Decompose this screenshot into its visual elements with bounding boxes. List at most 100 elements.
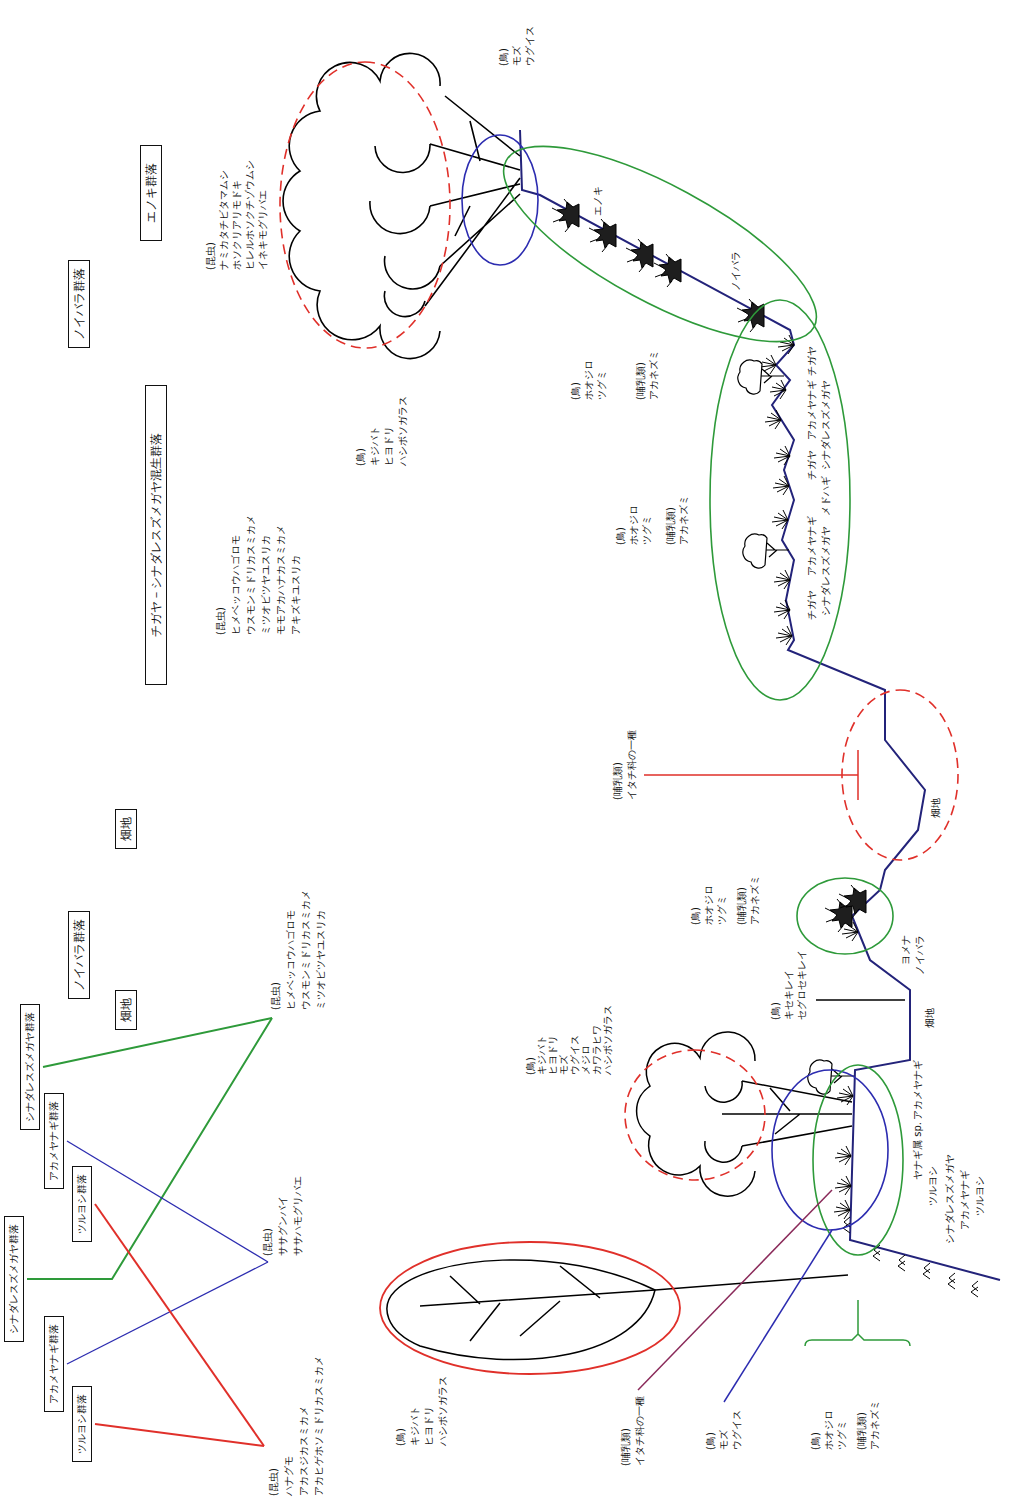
- species-label: ヒヨドリ: [383, 426, 395, 466]
- species-label: ナミカタチビタマムシ: [218, 170, 230, 270]
- species-label: ホオジロ: [628, 505, 640, 545]
- blue-ellipse: [772, 1070, 888, 1230]
- species-label: ウスモンミドリカスミカメ: [300, 890, 312, 1010]
- species-label: チガヤ: [806, 590, 818, 620]
- species-label: 畑地: [930, 798, 942, 818]
- species-label: ウスモンミドリカスミカメ: [245, 515, 257, 635]
- species-label: ツルヨシ: [974, 1176, 986, 1216]
- ground-profile: [520, 130, 1000, 1280]
- species-label: ヨメナ: [900, 935, 912, 965]
- species-label: アカネズミ: [869, 1400, 881, 1450]
- species-label: エノキ: [592, 186, 604, 216]
- red-dashed-ellipse: [280, 62, 450, 348]
- species-label: ヒメベッコウハゴロモ: [285, 910, 297, 1010]
- species-label: アカメヤナギ: [912, 1060, 924, 1120]
- blue-leader: [67, 1262, 268, 1364]
- species-label: ハシボソガラス: [602, 1005, 614, 1075]
- species-label: ハシボソガラス: [437, 1376, 449, 1446]
- species-label: モズ: [511, 46, 523, 66]
- boundary-line: [816, 999, 905, 1001]
- species-label: (昆虫): [215, 607, 227, 635]
- species-label: イタチ科の一種: [626, 730, 638, 800]
- species-label: ヒレルホソクチゾウムシ: [244, 160, 256, 270]
- blue-ellipse: [462, 135, 538, 265]
- leader-line: [724, 1230, 832, 1402]
- species-label: ホオジロ: [583, 360, 595, 400]
- green-ellipse: [797, 878, 893, 954]
- species-label: ヒヨドリ: [547, 1035, 559, 1075]
- species-label: (鳥): [705, 1432, 717, 1450]
- species-label: セグロセキレイ: [796, 950, 808, 1020]
- red-leader: [95, 1424, 264, 1446]
- species-label: アカネズミ: [749, 875, 761, 925]
- species-label: ホオジロ: [823, 1410, 835, 1450]
- species-label: モズ: [558, 1055, 570, 1075]
- species-label: アカヒゲホソミドリカスミカメ: [313, 1356, 325, 1496]
- species-label: (昆虫): [268, 1468, 280, 1496]
- species-label: カワラヒワ: [591, 1025, 603, 1075]
- green-bracket: [805, 1300, 910, 1346]
- leader-line: [638, 1190, 832, 1390]
- green-ellipse: [478, 110, 841, 379]
- species-label: ツグミ: [596, 370, 608, 400]
- species-label: シナダレスズメガヤ: [820, 526, 832, 616]
- species-label: アキズキユスリカ: [290, 555, 302, 635]
- species-label: チガヤ: [806, 450, 818, 480]
- willow-tree: [637, 1032, 852, 1196]
- species-label: (哺乳類): [612, 762, 624, 800]
- species-label: ウグイス: [569, 1035, 581, 1075]
- community-box: ツルヨシ群落: [72, 1166, 92, 1242]
- species-label: ハナグモ: [283, 1456, 295, 1496]
- species-label: キセキレイ: [783, 970, 795, 1020]
- species-label: アカメヤナギ: [806, 516, 818, 576]
- community-box: 畑地: [115, 809, 137, 849]
- community-box: アカメヤナギ群落: [44, 1093, 64, 1189]
- species-label: アカスジカスミカメ: [298, 1406, 310, 1496]
- enoki-tree: [283, 53, 520, 358]
- species-label: (哺乳類): [635, 362, 647, 400]
- species-label: キジバト: [536, 1035, 548, 1075]
- community-box: 畑地: [115, 990, 137, 1030]
- species-label: ホソクリアリモドキ: [231, 180, 243, 270]
- species-label: モモアカハナカスミカメ: [275, 525, 287, 635]
- community-box: シナダレスズメガヤ群落: [20, 1004, 40, 1130]
- community-box: ノイバラ群落: [68, 911, 90, 999]
- red-leader: [95, 1204, 264, 1446]
- species-label: ツグミ: [716, 895, 728, 925]
- species-label: シナダレスズメガヤ: [820, 380, 832, 470]
- species-label: (鳥): [570, 382, 582, 400]
- community-name: ノイバラ群落: [72, 268, 86, 340]
- blue-leader: [67, 1141, 268, 1262]
- community-name: ツルヨシ群落: [76, 1394, 88, 1454]
- species-label: シナダレスズメガヤ: [944, 1154, 956, 1244]
- species-label: ヤナギ属 sp.: [912, 1122, 924, 1180]
- community-name: 畑地: [119, 998, 133, 1022]
- species-label: ヒメベッコウハゴロモ: [230, 535, 242, 635]
- red-dashed-ellipse: [842, 690, 958, 860]
- species-label: アカネズミ: [648, 350, 660, 400]
- species-label: (鳥): [690, 907, 702, 925]
- community-name: アカメヤナギ群落: [48, 1324, 60, 1404]
- red-dashed-ellipse: [625, 1050, 765, 1180]
- species-label: アカネズミ: [678, 495, 690, 545]
- species-label: チガヤ: [806, 346, 818, 376]
- species-label: (昆虫): [205, 242, 217, 270]
- species-label: ツルヨシ: [927, 1166, 939, 1206]
- green-leader: [43, 1018, 272, 1067]
- species-label: ウグイス: [731, 1410, 743, 1450]
- community-box: チガヤ－シナダレスズメガヤ混生群落: [145, 385, 167, 685]
- green-ellipse: [813, 1065, 903, 1255]
- species-label: ミツオビツヤユスリカ: [260, 535, 272, 635]
- community-box: アカメヤナギ群落: [44, 1316, 64, 1412]
- species-label: (鳥): [498, 48, 510, 66]
- species-label: ノイバラ: [914, 935, 926, 975]
- red-ellipse: [380, 1242, 680, 1374]
- species-label: ハシボソガラス: [397, 396, 409, 466]
- species-label: ヒヨドリ: [423, 1406, 435, 1446]
- community-name: ツルヨシ群落: [76, 1174, 88, 1234]
- species-label: キジバト: [369, 426, 381, 466]
- leaf-tree: [387, 1260, 848, 1360]
- red-leader: [644, 750, 858, 800]
- species-label: ウグイス: [524, 26, 536, 66]
